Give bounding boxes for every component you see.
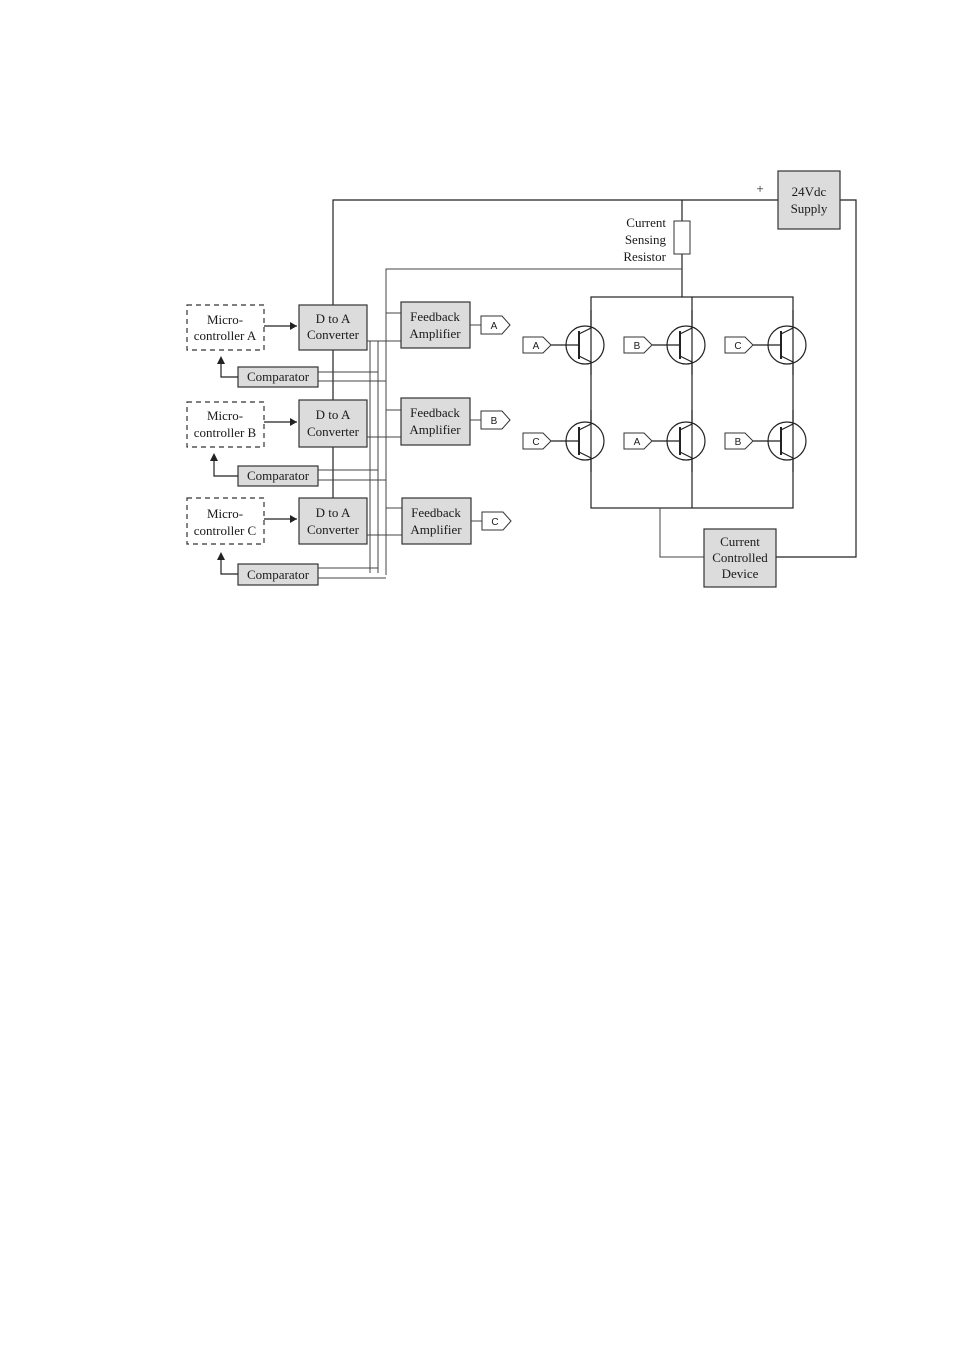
arrow-icon — [290, 322, 297, 330]
supply-return-wire — [776, 200, 856, 557]
resistor-label-line3: Resistor — [623, 249, 666, 264]
transistor-bottom-2 — [652, 410, 705, 472]
svg-text:A: A — [634, 437, 641, 448]
output-tag-c: C — [482, 512, 511, 530]
arrow-icon — [217, 552, 225, 560]
svg-text:Feedback: Feedback — [411, 505, 461, 520]
svg-text:Micro-: Micro- — [207, 408, 243, 423]
svg-text:Amplifier: Amplifier — [410, 522, 462, 537]
resistor-label-line1: Current — [626, 215, 666, 230]
svg-text:Feedback: Feedback — [410, 405, 460, 420]
output-tag-a: A — [481, 316, 510, 334]
svg-text:D to A: D to A — [316, 407, 351, 422]
svg-text:Amplifier: Amplifier — [409, 326, 461, 341]
arrow-icon — [217, 356, 225, 364]
supply-label-line2: Supply — [791, 201, 828, 216]
svg-text:Comparator: Comparator — [247, 567, 310, 582]
gate-tag-top-1: A — [523, 337, 551, 353]
gate-tag-bottom-1: C — [523, 433, 551, 449]
channel-c: Micro- controller C D to A Converter Fee… — [187, 498, 511, 585]
svg-text:Converter: Converter — [307, 424, 360, 439]
svg-text:C: C — [532, 437, 539, 448]
svg-text:D to A: D to A — [316, 311, 351, 326]
transistor-bottom-3 — [753, 410, 806, 472]
svg-text:B: B — [491, 416, 498, 427]
svg-text:Micro-: Micro- — [207, 506, 243, 521]
supply-positive-rail — [333, 200, 778, 305]
output-tag-b: B — [481, 411, 510, 429]
arrow-icon — [210, 453, 218, 461]
gate-tag-top-2: B — [624, 337, 652, 353]
svg-text:controller A: controller A — [194, 328, 257, 343]
svg-text:C: C — [734, 341, 741, 352]
supply-plus-sign: + — [756, 181, 763, 196]
device-label-line1: Current — [720, 534, 760, 549]
transistor-bridge: A B C C A B — [523, 297, 806, 557]
svg-text:Amplifier: Amplifier — [409, 422, 461, 437]
svg-text:controller B: controller B — [194, 425, 257, 440]
arrow-icon — [290, 515, 297, 523]
svg-text:D to A: D to A — [316, 505, 351, 520]
svg-text:B: B — [735, 437, 742, 448]
channel-b: Micro- controller B D to A Converter Fee… — [187, 398, 510, 486]
transistor-top-3 — [753, 310, 806, 375]
svg-text:B: B — [634, 341, 641, 352]
gate-tag-top-3: C — [725, 337, 753, 353]
resistor-label-line2: Sensing — [625, 232, 667, 247]
transistor-top-1 — [551, 310, 604, 375]
svg-text:Feedback: Feedback — [410, 309, 460, 324]
current-sensing-resistor: Current Sensing Resistor — [623, 215, 690, 264]
arrow-icon — [290, 418, 297, 426]
svg-text:Converter: Converter — [307, 522, 360, 537]
gate-tag-bottom-3: B — [725, 433, 753, 449]
channel-a: Micro- controller A D to A Converter Fee… — [187, 302, 510, 387]
svg-text:A: A — [533, 341, 540, 352]
svg-text:A: A — [491, 321, 498, 332]
svg-text:Converter: Converter — [307, 327, 360, 342]
svg-text:Comparator: Comparator — [247, 468, 310, 483]
device-label-line3: Device — [722, 566, 759, 581]
svg-text:C: C — [491, 517, 498, 528]
gate-tag-bottom-2: A — [624, 433, 652, 449]
svg-text:Micro-: Micro- — [207, 312, 243, 327]
supply-label-line1: 24Vdc — [792, 184, 827, 199]
svg-text:controller C: controller C — [194, 523, 256, 538]
device-label-line2: Controlled — [712, 550, 768, 565]
svg-text:Comparator: Comparator — [247, 369, 310, 384]
current-controlled-device: Current Controlled Device — [704, 529, 776, 587]
transistor-top-2 — [652, 310, 705, 375]
transistor-bottom-1 — [551, 410, 604, 472]
